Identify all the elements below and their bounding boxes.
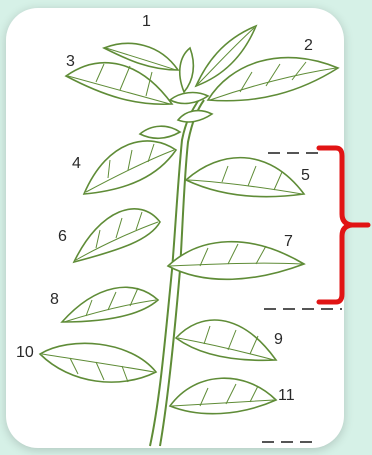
leaf-label-4: 4: [72, 155, 81, 172]
leaf-label-2: 2: [304, 37, 313, 54]
leaf-label-8: 8: [50, 291, 59, 308]
leaf-label-10: 10: [16, 344, 34, 361]
leaf-label-9: 9: [274, 331, 283, 348]
leaf-3: [66, 63, 172, 105]
leaf-8: [62, 287, 158, 322]
leaf-11: [170, 378, 276, 414]
leaf-label-7: 7: [284, 233, 293, 250]
leaf-10: [40, 343, 156, 382]
leaf-label-1: 1: [142, 13, 151, 30]
leaf-label-3: 3: [66, 53, 75, 70]
leaf-6: [74, 209, 160, 262]
red-bracket: [319, 148, 368, 302]
leaf-label-5: 5: [301, 167, 310, 184]
leaf-4: [84, 141, 176, 194]
leaf-label-11: 11: [278, 387, 295, 404]
leaf-9: [176, 320, 276, 360]
leaf-label-6: 6: [58, 228, 67, 245]
leaf-5: [186, 158, 304, 197]
